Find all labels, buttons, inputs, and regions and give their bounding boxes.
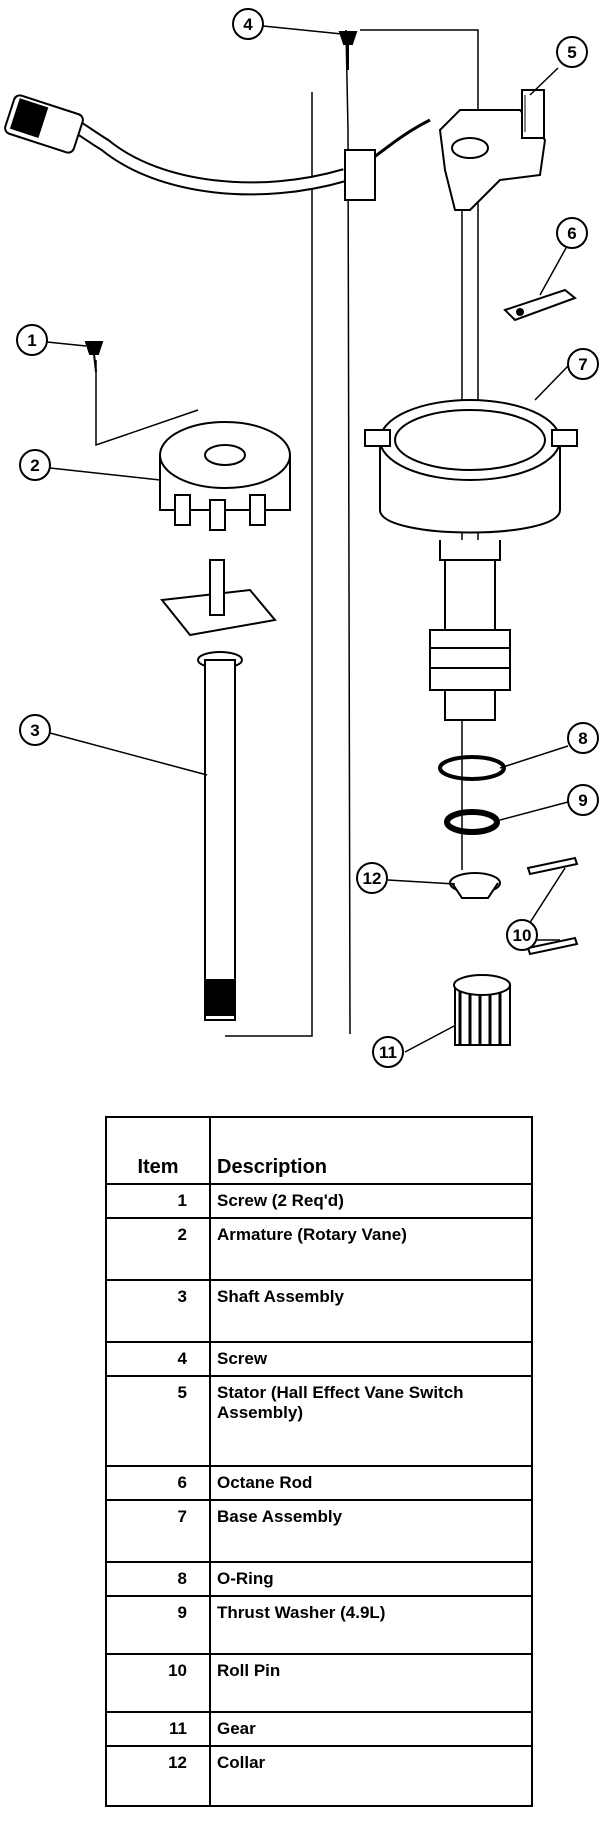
svg-text:8: 8 (578, 729, 587, 748)
callout-1: 1 (16, 324, 48, 356)
table-row: 7 Base Assembly (105, 1499, 533, 1563)
o-ring-part (438, 755, 506, 781)
callout-11: 11 (372, 1036, 404, 1068)
table-row: 8 O-Ring (105, 1561, 533, 1597)
screw-4-part (338, 31, 358, 70)
item-number: 5 (105, 1375, 211, 1467)
callout-10: 10 (506, 919, 538, 951)
callout-7: 7 (567, 348, 599, 380)
thrust-washer-part (444, 809, 500, 835)
item-description: Roll Pin (209, 1653, 533, 1713)
header-description: Description (209, 1116, 533, 1185)
svg-text:11: 11 (379, 1043, 397, 1062)
item-number: 10 (105, 1653, 211, 1713)
table-row: 12 Collar (105, 1745, 533, 1807)
svg-text:4: 4 (243, 15, 253, 34)
item-description: Base Assembly (209, 1499, 533, 1563)
item-number: 3 (105, 1279, 211, 1343)
table-row: 4 Screw (105, 1341, 533, 1377)
armature-part (159, 421, 291, 531)
item-number: 4 (105, 1341, 211, 1377)
table-row: 11 Gear (105, 1711, 533, 1747)
item-description: O-Ring (209, 1561, 533, 1597)
table-row: 3 Shaft Assembly (105, 1279, 533, 1343)
item-number: 7 (105, 1499, 211, 1563)
callout-6: 6 (556, 217, 588, 249)
svg-text:5: 5 (567, 43, 576, 62)
roll-pin-part (526, 856, 579, 956)
svg-text:7: 7 (578, 355, 587, 374)
parts-table: Item Description 1 Screw (2 Req'd) 2 Arm… (105, 1116, 533, 1807)
svg-text:3: 3 (30, 721, 39, 740)
item-description: Stator (Hall Effect Vane Switch Assembly… (209, 1375, 533, 1467)
shaft-assembly-part (160, 559, 277, 1021)
item-description: Screw (209, 1341, 533, 1377)
exploded-parts-diagram: 1 2 3 4 5 6 7 8 9 10 11 12 (4, 8, 599, 1068)
item-description: Octane Rod (209, 1465, 533, 1501)
gear-part (453, 974, 511, 1046)
svg-text:1: 1 (27, 331, 36, 350)
item-description: Gear (209, 1711, 533, 1747)
item-description: Collar (209, 1745, 533, 1807)
table-header-row: Item Description (105, 1116, 533, 1185)
alignment-line (95, 29, 479, 1035)
svg-text:10: 10 (513, 926, 532, 945)
callout-2: 2 (19, 449, 51, 481)
item-number: 2 (105, 1217, 211, 1281)
item-number: 9 (105, 1595, 211, 1655)
item-number: 6 (105, 1465, 211, 1501)
table-row: 9 Thrust Washer (4.9L) (105, 1595, 533, 1655)
stator-part (438, 89, 547, 211)
item-description: Shaft Assembly (209, 1279, 533, 1343)
table-row: 2 Armature (Rotary Vane) (105, 1217, 533, 1281)
callout-12: 12 (356, 862, 388, 894)
item-number: 1 (105, 1183, 211, 1219)
screw-1-part (84, 341, 104, 373)
callout-9: 9 (567, 784, 599, 816)
table-row: 10 Roll Pin (105, 1653, 533, 1713)
item-number: 11 (105, 1711, 211, 1747)
item-description: Screw (2 Req'd) (209, 1183, 533, 1219)
svg-text:9: 9 (578, 791, 587, 810)
collar-part (449, 872, 501, 899)
callout-markers: 1 2 3 4 5 6 7 8 9 10 11 12 (16, 8, 599, 1068)
table-row: 5 Stator (Hall Effect Vane Switch Assemb… (105, 1375, 533, 1467)
svg-text:6: 6 (567, 224, 576, 243)
svg-text:2: 2 (30, 456, 39, 475)
callout-4: 4 (232, 8, 264, 40)
item-description: Armature (Rotary Vane) (209, 1217, 533, 1281)
item-number: 8 (105, 1561, 211, 1597)
table-row: 1 Screw (2 Req'd) (105, 1183, 533, 1219)
item-number: 12 (105, 1745, 211, 1807)
callout-5: 5 (556, 36, 588, 68)
svg-text:12: 12 (363, 869, 382, 888)
alignment-line (225, 92, 313, 1037)
callout-3: 3 (19, 714, 51, 746)
header-item: Item (105, 1116, 211, 1185)
callout-8: 8 (567, 722, 599, 754)
item-description: Thrust Washer (4.9L) (209, 1595, 533, 1655)
table-row: 6 Octane Rod (105, 1465, 533, 1501)
octane-rod-part (503, 288, 578, 322)
wiring-harness (4, 94, 431, 201)
base-assembly-part (364, 399, 578, 721)
